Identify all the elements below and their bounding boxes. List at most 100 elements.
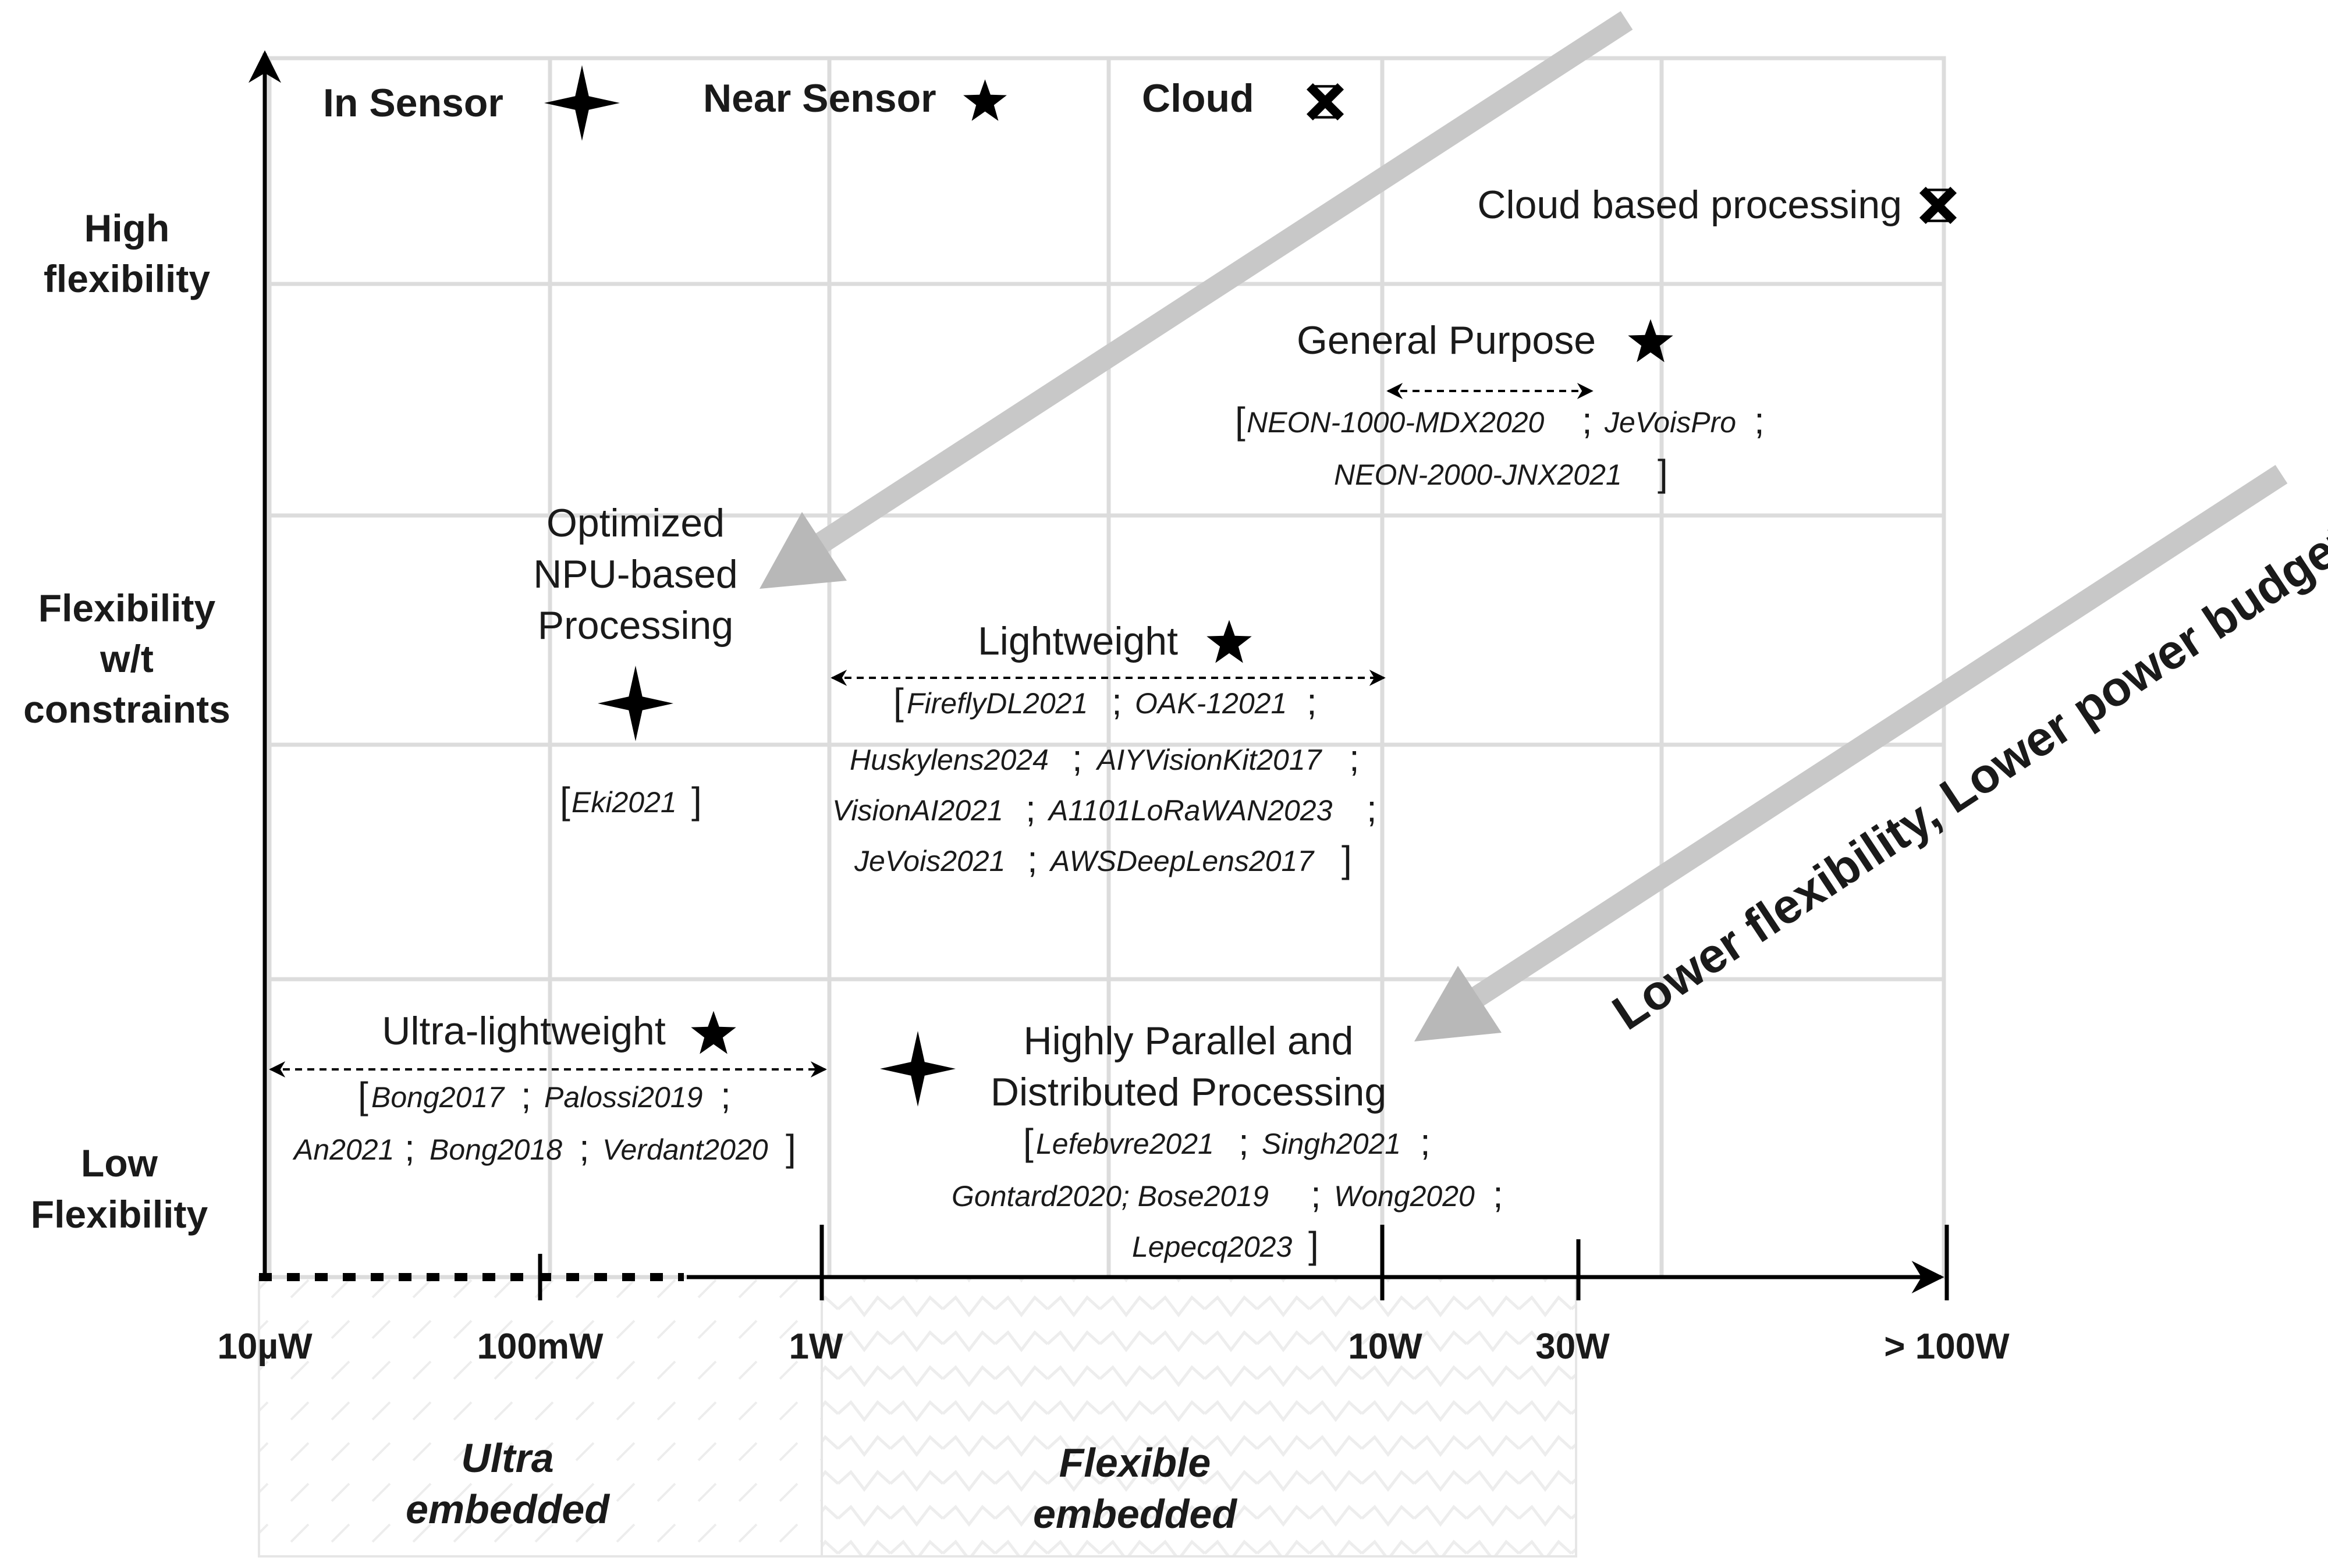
- trend-arrows: [760, 11, 2288, 1041]
- bracket: ]: [691, 780, 702, 822]
- legend: In Sensor Near Sensor Cloud: [323, 65, 1341, 141]
- optimized-npu-label-line1: Optimized: [546, 501, 725, 545]
- ref: NEON-1000-MDX2020: [1247, 406, 1545, 439]
- y-label-low-line2: Flexibility: [31, 1193, 208, 1236]
- y-label-mid-line3: constraints: [23, 688, 230, 731]
- ref: OAK-12021: [1135, 687, 1287, 720]
- x-tick-label: 30W: [1535, 1327, 1610, 1367]
- ref: Huskylens2024: [850, 744, 1049, 776]
- separator: ;: [1754, 400, 1765, 442]
- cross-icon: [1310, 86, 1340, 117]
- legend-near-sensor: Near Sensor: [703, 76, 936, 120]
- category-highly-parallel: Highly Parallel and Distributed Processi…: [880, 1019, 1503, 1266]
- x-tick-label: > 100W: [1884, 1327, 2010, 1367]
- legend-cloud: Cloud: [1142, 76, 1254, 120]
- zone-flexible-line2: embedded: [1033, 1491, 1237, 1537]
- y-label-mid-line1: Flexibility: [38, 586, 216, 630]
- x-tick-label: 10W: [1348, 1327, 1422, 1367]
- category-optimized-npu: Optimized NPU-based Processing [ Eki2021…: [533, 501, 738, 822]
- highly-parallel-label-line2: Distributed Processing: [991, 1070, 1386, 1114]
- ref: An2021: [292, 1133, 394, 1166]
- bracket: [: [893, 681, 904, 723]
- general-purpose-label: General Purpose: [1297, 318, 1596, 362]
- trend-arrow-upper: [791, 11, 1633, 568]
- bracket: [: [1235, 400, 1245, 442]
- separator: ;: [579, 1127, 590, 1169]
- optimized-npu-label-line3: Processing: [538, 603, 733, 648]
- separator: ;: [1582, 400, 1592, 442]
- separator: ;: [1112, 681, 1122, 723]
- axes: [249, 50, 1949, 1300]
- category-cloud-based: Cloud based processing: [1477, 183, 1953, 227]
- star-icon: [691, 1011, 736, 1054]
- ref: Singh2021: [1262, 1128, 1401, 1160]
- ref: JeVoisPro: [1604, 406, 1736, 439]
- lightweight-label: Lightweight: [978, 619, 1178, 663]
- bracket: [: [358, 1075, 368, 1117]
- trend-label: Lower flexibility, Lower power budget: [1603, 514, 2328, 1040]
- sparkle-icon: [880, 1031, 956, 1107]
- separator: ;: [404, 1127, 415, 1169]
- category-lightweight: Lightweight [ FireflyDL2021 ; OAK-12021 …: [831, 619, 1386, 880]
- bracket: ]: [1342, 838, 1352, 880]
- x-tick-label: 100mW: [477, 1327, 604, 1367]
- separator: ;: [1311, 1174, 1321, 1215]
- ref: FireflyDL2021: [907, 687, 1088, 720]
- bracket: [: [1023, 1121, 1034, 1163]
- sparkle-icon: [598, 666, 673, 741]
- separator: ;: [1027, 838, 1038, 880]
- ref: Gontard2020; Bose2019: [952, 1180, 1269, 1213]
- ref: Verdant2020: [602, 1133, 768, 1166]
- zone-labels: Ultra embedded Flexible embedded: [406, 1435, 1237, 1537]
- zone-ultra-background: [258, 1276, 823, 1558]
- ultra-lightweight-label: Ultra-lightweight: [382, 1009, 666, 1053]
- sparkle-icon: [544, 65, 620, 141]
- ref: Lepecq2023: [1132, 1231, 1292, 1263]
- separator: ;: [1349, 737, 1360, 779]
- x-tick-label: 10µW: [217, 1327, 313, 1367]
- ref: Wong2020: [1334, 1180, 1475, 1213]
- separator: ;: [521, 1075, 531, 1117]
- separator: ;: [1307, 681, 1317, 723]
- y-level-labels: High flexibility Flexibility w/t constra…: [23, 207, 230, 1236]
- trend-arrowhead-lower: [1414, 966, 1502, 1041]
- separator: ;: [1367, 788, 1377, 830]
- y-label-mid-line2: w/t: [100, 637, 154, 680]
- zone-ultra-line2: embedded: [406, 1487, 610, 1532]
- cross-icon: [1922, 190, 1953, 221]
- ref: AIYVisionKit2017: [1095, 744, 1323, 776]
- trend-arrow-lower: [1452, 465, 2288, 1019]
- separator: ;: [1238, 1121, 1249, 1163]
- separator: ;: [721, 1075, 731, 1117]
- separator: ;: [1072, 737, 1083, 779]
- ref: A1101LoRaWAN2023: [1047, 794, 1333, 827]
- optimized-npu-label-line2: NPU-based: [533, 552, 738, 596]
- star-icon: [1206, 620, 1252, 663]
- star-icon: [963, 79, 1007, 121]
- ref: AWSDeepLens2017: [1049, 845, 1315, 877]
- trend-arrowhead-upper: [760, 512, 847, 589]
- ref: Palossi2019: [544, 1081, 702, 1114]
- bracket: [: [560, 780, 570, 822]
- separator: ;: [1493, 1174, 1503, 1215]
- zone-flexible-background: [821, 1276, 1577, 1558]
- y-label-high-line1: High: [84, 207, 170, 250]
- bracket: ]: [1308, 1224, 1319, 1266]
- zone-flexible-line1: Flexible: [1059, 1440, 1211, 1485]
- category-general-purpose: General Purpose [ NEON-1000-MDX2020 ; Je…: [1235, 318, 1765, 494]
- category-ultra-lightweight: Ultra-lightweight [ Bong2017 ; Palossi20…: [269, 1009, 827, 1169]
- separator: ;: [1420, 1121, 1431, 1163]
- ref: JeVois2021: [854, 845, 1005, 877]
- star-icon: [1628, 319, 1673, 362]
- ref: NEON-2000-JNX2021: [1334, 458, 1622, 491]
- zone-ultra-line1: Ultra: [461, 1435, 553, 1481]
- ref: Eki2021: [572, 786, 677, 819]
- bracket: ]: [1658, 452, 1668, 494]
- y-label-low-line1: Low: [81, 1142, 158, 1185]
- bracket: ]: [786, 1127, 796, 1169]
- ref: Lefebvre2021: [1036, 1128, 1214, 1160]
- ref: Bong2017: [371, 1081, 505, 1114]
- legend-in-sensor: In Sensor: [323, 81, 503, 125]
- ref: VisionAI2021: [832, 794, 1003, 827]
